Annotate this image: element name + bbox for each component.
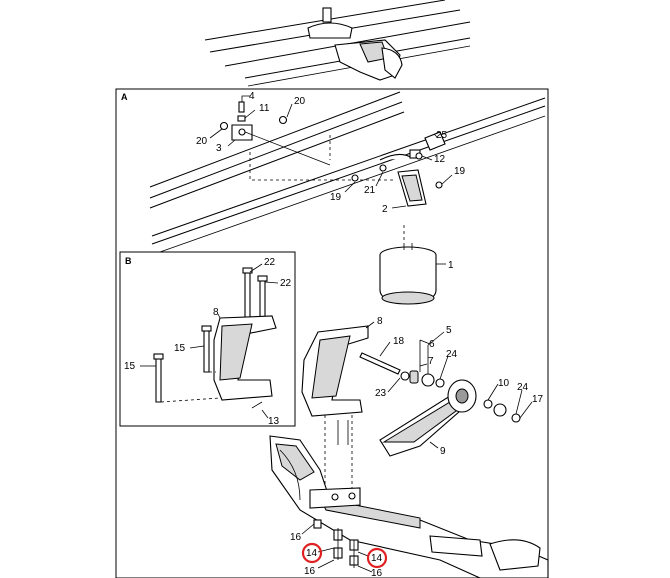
- callout-19: 19: [330, 192, 342, 203]
- callout-5: 5: [446, 325, 452, 336]
- main-bracket: [301, 325, 369, 505]
- callout-2: 2: [382, 204, 388, 215]
- callout-labels: 4 11 20 20 3 25 12 19 21 19 2 1 22 22 8 …: [124, 91, 544, 578]
- callout-25: 25: [436, 130, 448, 141]
- callout-20: 20: [196, 136, 208, 147]
- frame-b-label: B: [125, 256, 132, 266]
- callout-10: 10: [498, 378, 510, 389]
- callout-1: 1: [448, 260, 454, 271]
- callout-19: 19: [454, 166, 466, 177]
- callout-13: 13: [268, 416, 280, 427]
- axle-crossmember: [269, 435, 549, 578]
- callout-18: 18: [393, 336, 405, 347]
- callout-16: 16: [304, 566, 316, 577]
- bolt-stack-18: [359, 340, 445, 388]
- callout-22: 22: [280, 278, 292, 289]
- callout-12: 12: [434, 154, 446, 165]
- upper-bracket-assembly: [219, 101, 331, 166]
- top-context-view: [204, 0, 471, 87]
- callout-21: 21: [364, 185, 376, 196]
- trailing-arm: [379, 379, 521, 457]
- callout-14: 14: [371, 553, 383, 564]
- callout-9: 9: [440, 446, 446, 457]
- frame-a-label: A: [121, 92, 128, 102]
- callout-6: 6: [429, 339, 435, 350]
- callout-4: 4: [249, 91, 255, 102]
- callout-8: 8: [377, 316, 383, 327]
- bracket-2-assembly: [351, 131, 446, 207]
- callout-20: 20: [294, 96, 306, 107]
- highlight-circle-14-right: [366, 547, 388, 569]
- frame-a-border: [115, 88, 549, 578]
- callout-23: 23: [375, 388, 387, 399]
- callout-24: 24: [446, 349, 458, 360]
- callout-17: 17: [532, 394, 544, 405]
- callout-16: 16: [371, 568, 383, 578]
- inset-bracket-detail: [153, 267, 277, 409]
- callout-16: 16: [290, 532, 302, 543]
- frame-rails: [149, 91, 546, 253]
- callout-14: 14: [306, 548, 318, 559]
- callout-15: 15: [124, 361, 136, 372]
- leader-lines: [140, 95, 533, 573]
- callout-11: 11: [259, 103, 270, 114]
- bottom-hardware: [313, 519, 359, 568]
- air-spring: [379, 225, 437, 305]
- highlight-circle-14-left: [301, 542, 323, 564]
- callout-24: 24: [517, 382, 529, 393]
- callout-15: 15: [174, 343, 186, 354]
- callout-3: 3: [216, 143, 222, 154]
- callout-8: 8: [213, 307, 219, 318]
- callout-7: 7: [428, 356, 434, 367]
- callout-22: 22: [264, 257, 276, 268]
